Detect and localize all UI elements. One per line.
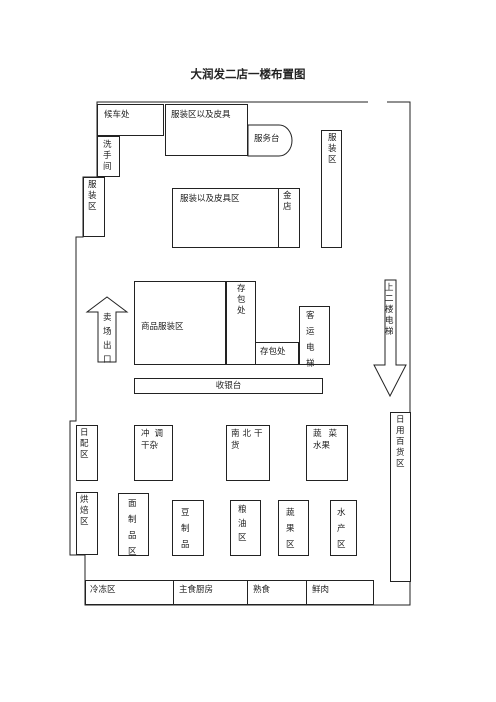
goods-clothing-label: 商品服装区: [141, 322, 184, 332]
noodles-label: 面制品区: [128, 499, 137, 557]
goods-clothing-zone: [134, 281, 226, 365]
mall-exit-label: 卖场出口: [103, 313, 112, 365]
checkout-zone: [134, 378, 323, 394]
clothing-leather-top-zone: [165, 104, 248, 156]
fresh-meat-zone: [306, 580, 374, 605]
passenger-elevator-zone: [299, 306, 330, 365]
staple-kitchen-label: 主食厨房: [179, 585, 214, 595]
veg-fruit-top-label-line1: 蔬菜: [313, 429, 345, 439]
exit-arrow-icon: [85, 296, 129, 363]
checkout-label: 收银台: [215, 381, 242, 391]
seafood-zone: [330, 500, 357, 556]
grain-oil-label: 粮油区: [238, 505, 247, 543]
frozen-label: 冷冻区: [90, 585, 116, 595]
tofu-label: 豆制品: [181, 508, 190, 550]
bag-storage-top-label: 存包处: [237, 284, 246, 316]
deli-label: 熟食: [253, 585, 271, 595]
bag-storage-bottom-zone: [255, 342, 299, 365]
veg-fruit-top-zone: [306, 425, 348, 481]
bag-storage-top-zone: [226, 281, 256, 365]
noodles-zone: [118, 493, 149, 556]
grocery-zone: [134, 425, 173, 481]
gold-store-zone: [278, 188, 300, 248]
daily-goods-right-zone: [390, 412, 411, 582]
clothing-leather-top-label: 服装区以及皮具: [171, 110, 231, 120]
bakery-zone: [76, 492, 98, 555]
clothing-leather-mid-zone: [172, 188, 279, 248]
wait-car-label: 候车处: [104, 110, 130, 120]
clothing-left-zone: [83, 177, 105, 237]
daily-goods-right-label: 日用百货区: [396, 415, 405, 469]
to-second-floor-label: 上二楼电梯: [385, 283, 394, 337]
service-desk-label: 服务台: [254, 134, 280, 144]
grain-oil-zone: [230, 500, 261, 556]
dry-goods-zone: [226, 425, 270, 481]
daily-goods-left-label: 日配区: [80, 428, 89, 460]
tofu-zone: [172, 500, 204, 556]
washroom-label: 洗手间: [103, 140, 112, 172]
veg-fruit-bottom-label: 蔬果区: [286, 508, 295, 550]
bakery-label: 烘焙区: [80, 495, 89, 527]
seafood-label: 水产区: [337, 508, 346, 550]
gold-store-label: 金店: [283, 191, 292, 212]
clothing-left-label: 服装区: [88, 180, 97, 212]
clothing-leather-mid-label: 服装以及皮具区: [180, 194, 240, 204]
frozen-zone: [85, 580, 174, 605]
grocery-label-line2: 干杂: [141, 441, 159, 451]
service-desk-shape: [247, 124, 293, 157]
veg-fruit-bottom-zone: [278, 500, 309, 556]
dry-goods-label-line2: 货: [231, 441, 240, 451]
elevator-arrow-icon: [373, 279, 407, 398]
daily-goods-left-zone: [76, 425, 98, 481]
staple-kitchen-zone: [173, 580, 248, 605]
fresh-meat-label: 鲜肉: [312, 585, 330, 595]
passenger-elevator-label: 客运电梯: [306, 311, 315, 369]
dry-goods-label-line1: 南北干: [231, 429, 266, 439]
wait-car-zone: [97, 104, 164, 136]
bag-storage-bottom-label: 存包处: [260, 347, 286, 357]
clothing-right-label: 服装区: [328, 133, 337, 165]
veg-fruit-top-label-line2: 水果: [313, 441, 331, 451]
page-title: 大润发二店一楼布置图: [190, 67, 306, 81]
washroom-zone: [97, 136, 120, 177]
grocery-label-line1: 冲调: [141, 429, 169, 439]
clothing-right-zone: [321, 130, 342, 248]
